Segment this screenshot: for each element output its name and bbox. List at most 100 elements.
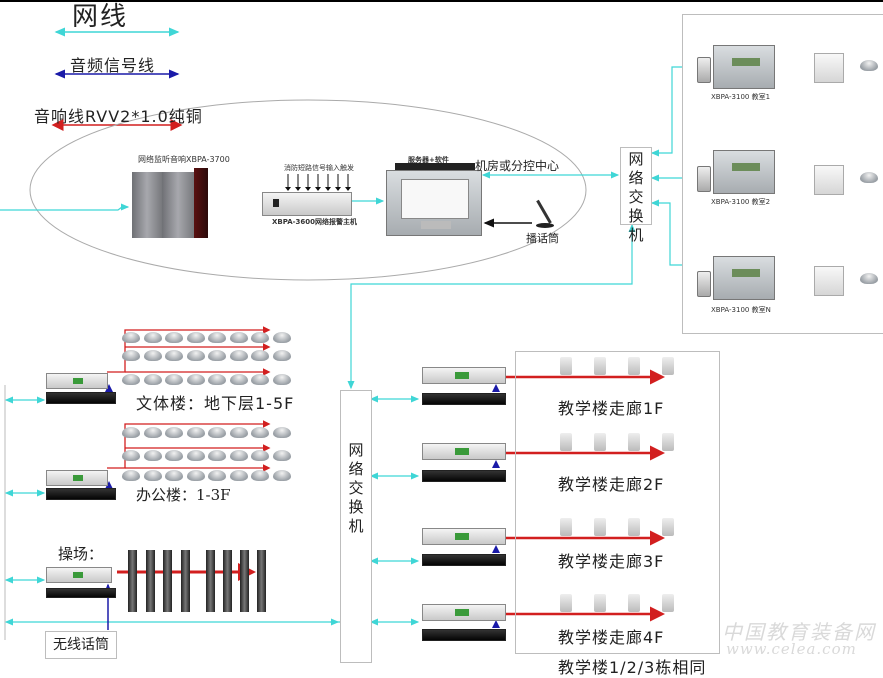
ceiling-speaker-icon xyxy=(251,427,269,438)
fire-input-arrows xyxy=(287,174,349,187)
wall-speaker-icon xyxy=(560,357,572,375)
wall-speaker-icon xyxy=(628,594,640,612)
wall-speaker-icon xyxy=(594,594,606,612)
classroom-label-1: XBPA-3100 教室1 xyxy=(711,93,771,101)
terminal-corridor-3[interactable] xyxy=(422,554,506,566)
ceiling-speaker-icon xyxy=(860,273,878,284)
terminal-corridor-1[interactable] xyxy=(422,393,506,405)
server[interactable] xyxy=(386,170,482,236)
top-border xyxy=(0,0,883,2)
ceiling-speaker-icon xyxy=(165,427,183,438)
terminal-zone2[interactable] xyxy=(46,488,116,500)
wall-speaker-icon xyxy=(662,357,674,375)
amplifier-zone1[interactable] xyxy=(46,373,108,389)
server-label: 服务器+软件 xyxy=(408,156,449,164)
amplifier-corridor-4[interactable] xyxy=(422,604,506,621)
ceiling-speaker-icon xyxy=(122,332,140,343)
fire-input-label: 消防短路信号输入触发 xyxy=(284,164,354,172)
ceiling-speaker-icon xyxy=(186,427,205,438)
amplifier-corridor-2[interactable] xyxy=(422,443,506,460)
ceiling-speaker-icon xyxy=(208,470,226,481)
wall-speaker-icon xyxy=(628,357,640,375)
ceiling-speaker-icon xyxy=(272,450,291,461)
wall-speaker-icon xyxy=(662,594,674,612)
ceiling-speaker-icon xyxy=(122,450,140,461)
ceiling-speaker-icon xyxy=(143,350,162,361)
remote-control-icon xyxy=(697,166,711,192)
ceiling-speaker-icon xyxy=(122,350,140,361)
monitor-speaker[interactable] xyxy=(132,168,210,238)
ceiling-speaker-icon xyxy=(860,60,878,71)
legend-network-title: 网线 xyxy=(72,2,129,32)
net-line-top-to-middle-switch xyxy=(347,223,636,390)
ceiling-speaker-icon xyxy=(143,374,162,385)
corridor-label-1: 教学楼走廊1F xyxy=(558,399,665,418)
ceiling-speaker-icon xyxy=(208,427,226,438)
ceiling-speaker-icon xyxy=(186,350,205,361)
wall-speaker-icon xyxy=(560,594,572,612)
amplifier-corridor-3[interactable] xyxy=(422,528,506,545)
microphone[interactable] xyxy=(536,197,554,229)
room-label: 机房或分控中心 xyxy=(475,159,560,173)
amplifier-zone2[interactable] xyxy=(46,470,108,486)
remote-control-icon xyxy=(697,57,711,83)
wireless-mic-box[interactable]: 无线话筒 xyxy=(45,631,117,659)
ceiling-speaker-icon xyxy=(860,172,878,183)
terminal-zone1[interactable] xyxy=(46,392,116,404)
corridor-label-3: 教学楼走廊3F xyxy=(558,552,665,571)
ceiling-speaker-icon xyxy=(251,332,269,343)
remote-control-icon xyxy=(697,271,711,297)
wall-speaker-icon xyxy=(560,433,572,451)
mic-base-icon xyxy=(536,223,554,228)
ceiling-speaker-icon xyxy=(251,470,269,481)
wireless-mic-label: 无线话筒 xyxy=(53,637,109,653)
net-line-left-in xyxy=(0,203,130,211)
legend-audio-label: 音频信号线 xyxy=(70,56,156,75)
ceiling-speaker-icon xyxy=(186,470,205,481)
wall-speaker-icon xyxy=(662,433,674,451)
classroom-label-2: XBPA-3100 教室2 xyxy=(711,198,771,206)
connection-lines xyxy=(0,27,859,640)
monitor-speaker-label: 网络监听音响XBPA-3700 xyxy=(138,155,230,164)
ceiling-speaker-icon xyxy=(143,450,162,461)
classroom-terminal-2[interactable] xyxy=(713,150,775,194)
ceiling-speaker-icon xyxy=(272,374,291,385)
column-speaker-icon xyxy=(223,550,232,612)
watermark-url: www.celea.com xyxy=(726,640,857,658)
amplifier-playground[interactable] xyxy=(46,567,112,583)
column-speaker-icon xyxy=(240,550,249,612)
ceiling-speaker-icon xyxy=(272,332,291,343)
volume-control-icon xyxy=(814,53,844,83)
ceiling-speaker-icon xyxy=(208,450,226,461)
terminal-playground[interactable] xyxy=(46,588,116,598)
ceiling-speaker-icon xyxy=(272,470,291,481)
network-switch-middle[interactable]: 网络交换机 xyxy=(340,390,372,663)
server-screen xyxy=(401,179,469,219)
amplifier-corridor-1[interactable] xyxy=(422,367,506,384)
ceiling-speaker-icon xyxy=(229,350,248,361)
monitor-speaker-side xyxy=(194,168,208,238)
ceiling-speaker-icon xyxy=(165,450,183,461)
alarm-host-label: XBPA-3600网络报警主机 xyxy=(272,218,358,226)
zone-label-office-building: 办公楼：1-3F xyxy=(136,486,231,504)
corridor-label-2: 教学楼走廊2F xyxy=(558,475,665,494)
alarm-host[interactable] xyxy=(262,192,352,216)
ceiling-speaker-icon xyxy=(251,374,269,385)
classroom-terminal-1[interactable] xyxy=(713,45,775,89)
ceiling-speaker-icon xyxy=(186,374,205,385)
classroom-terminal-N[interactable] xyxy=(713,256,775,300)
ceiling-speaker-icon xyxy=(186,450,205,461)
ceiling-speaker-icon xyxy=(143,332,162,343)
terminal-corridor-4[interactable] xyxy=(422,629,506,641)
corridor-label-4: 教学楼走廊4F xyxy=(558,628,665,647)
ceiling-speaker-icon xyxy=(229,427,248,438)
footer-note: 教学楼1/2/3栋相同 xyxy=(558,658,707,677)
switch-top-text: 网络交换机 xyxy=(628,150,644,244)
wall-speaker-icon xyxy=(662,518,674,536)
ceiling-speaker-icon xyxy=(272,427,291,438)
terminal-corridor-2[interactable] xyxy=(422,470,506,482)
wall-speaker-icon xyxy=(594,433,606,451)
network-switch-top[interactable]: 网络交换机 xyxy=(620,147,652,244)
ceiling-speaker-icon xyxy=(122,470,140,481)
wall-speaker-icon xyxy=(628,433,640,451)
